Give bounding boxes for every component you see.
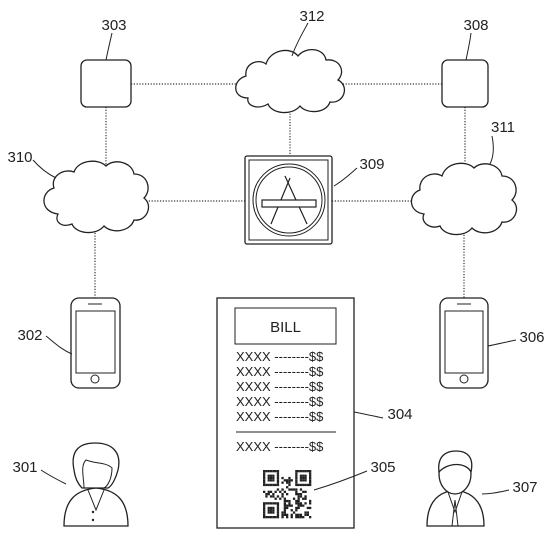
bill-total: XXXX --------$$ — [236, 439, 324, 454]
ref-label-306: 306 — [519, 329, 544, 346]
ref-label-308: 308 — [463, 17, 488, 34]
ref-label-302: 302 — [17, 327, 42, 344]
smartphone-302 — [70, 297, 121, 389]
bill-line-3: XXXX --------$$ — [236, 379, 324, 394]
bill-title: BILL — [270, 319, 301, 336]
ref-label-312: 312 — [299, 8, 324, 25]
device-box-308 — [441, 59, 489, 108]
ref-label-304: 304 — [387, 406, 412, 423]
smartphone-306 — [439, 297, 489, 389]
ref-label-303: 303 — [101, 17, 126, 34]
bill-line-5: XXXX --------$$ — [236, 409, 324, 424]
cloud-312 — [235, 49, 346, 114]
connection-lines — [94, 83, 466, 298]
ref-label-307: 307 — [512, 479, 537, 496]
bill-document-304: BILL XXXX --------$$ XXXX --------$$ XXX… — [216, 297, 355, 529]
bill-line-1: XXXX --------$$ — [236, 349, 324, 364]
bill-line-4: XXXX --------$$ — [236, 394, 324, 409]
app-store-box-309 — [244, 155, 333, 245]
ref-label-305: 305 — [370, 459, 395, 476]
ref-label-301: 301 — [12, 459, 37, 476]
ref-label-311: 311 — [491, 119, 515, 136]
cloud-311 — [410, 162, 518, 236]
person-icon-307 — [426, 450, 485, 527]
qr-code-icon — [263, 470, 312, 519]
leader-lines — [32, 22, 517, 495]
cloud-310 — [43, 160, 150, 234]
person-icon-301 — [63, 442, 129, 527]
ref-label-310: 310 — [7, 149, 32, 166]
app-store-icon — [252, 163, 326, 237]
device-box-303 — [80, 59, 132, 108]
bill-line-2: XXXX --------$$ — [236, 364, 324, 379]
ref-label-309: 309 — [359, 156, 384, 173]
